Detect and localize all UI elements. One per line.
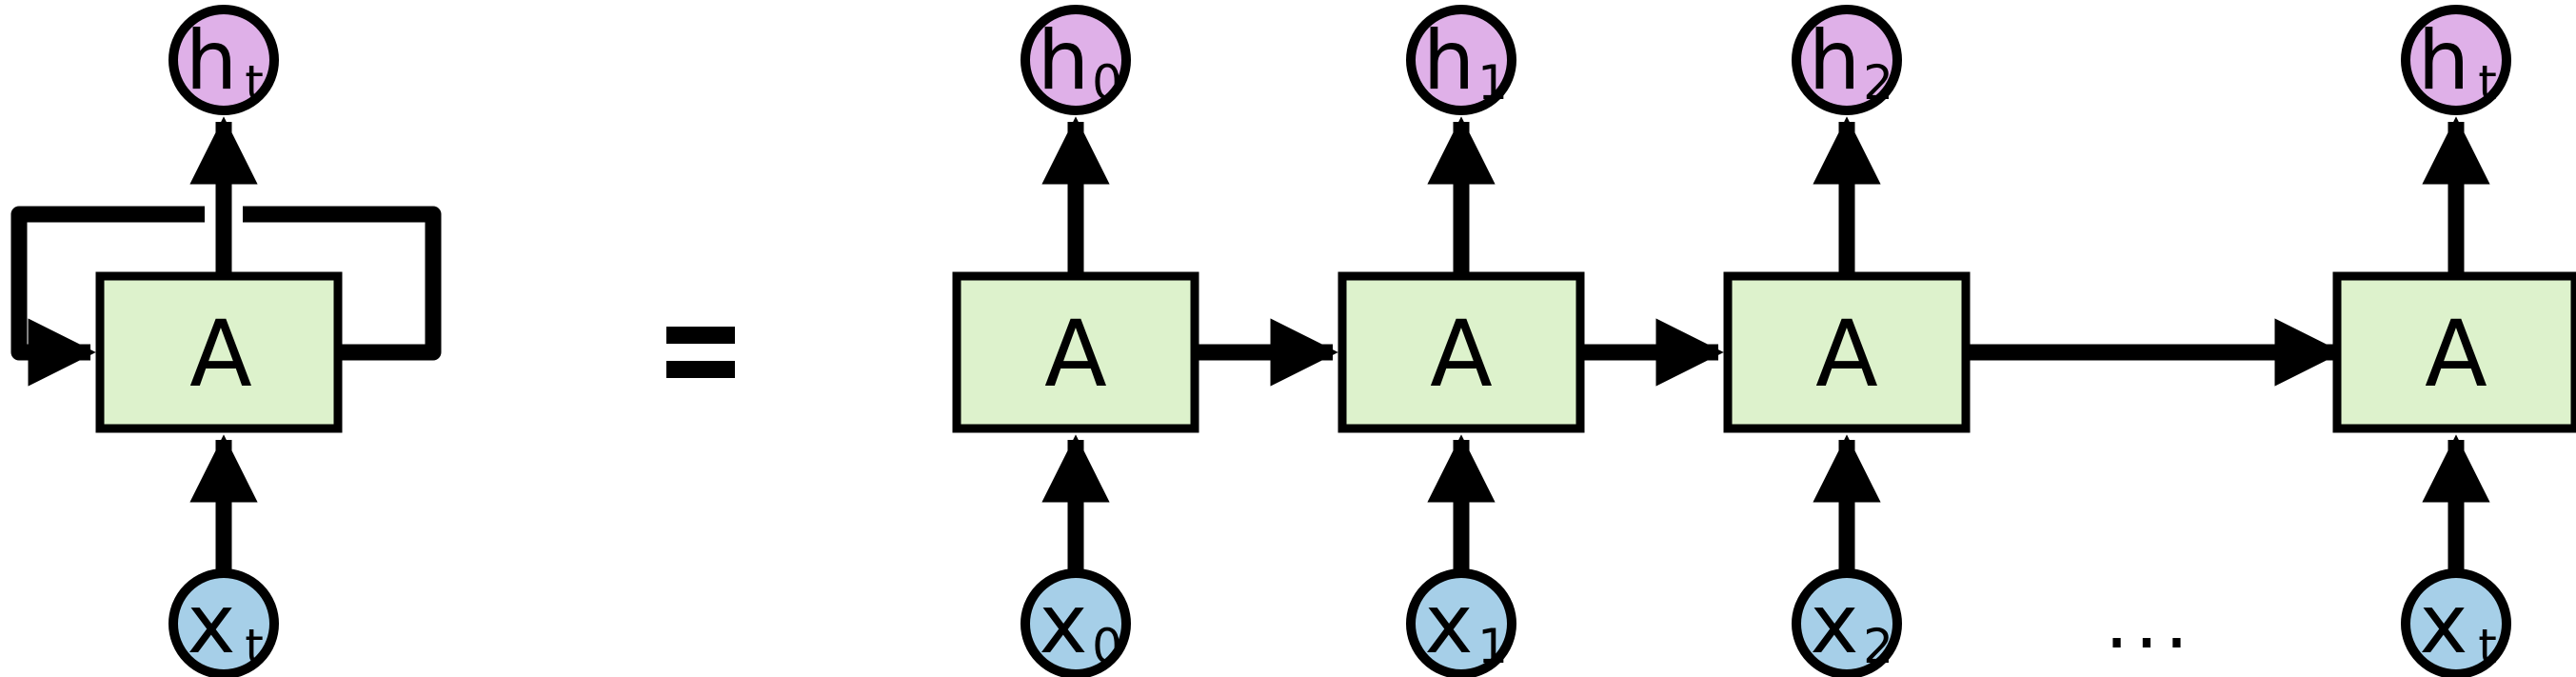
unrolled-step-1: A h 1 x 1 <box>1338 5 1585 677</box>
unrolled-step-0: A h 0 x 0 <box>952 5 1199 677</box>
input-label-step-0: x <box>1040 577 1088 672</box>
equals-sign-group <box>666 327 735 378</box>
cell-box-step-1 <box>1338 271 1585 433</box>
folded-rnn-group: A h t x t <box>10 5 442 677</box>
folded-output-subscript: t <box>245 55 264 110</box>
output-subscript-step-t: t <box>2478 55 2497 110</box>
output-circle-step-2 <box>1792 5 1902 115</box>
output-label-step-1: h <box>1423 13 1476 109</box>
folded-input-label: x <box>188 577 236 672</box>
output-circle-step-0 <box>1020 5 1131 115</box>
cell-box-step-2 <box>1723 271 1971 433</box>
output-label-step-2: h <box>1809 13 1861 109</box>
input-label-step-1: x <box>1425 577 1474 672</box>
input-label-step-t: x <box>2420 577 2468 672</box>
equals-bar-bottom <box>666 361 735 378</box>
cell-label-step-t: A <box>2425 301 2487 408</box>
cell-box-step-t <box>2332 271 2576 433</box>
input-circle-step-t <box>2401 568 2511 677</box>
input-circle-step-2 <box>1792 568 1902 677</box>
input-subscript-step-t: t <box>2478 619 2497 674</box>
input-circle-step-0 <box>1020 568 1131 677</box>
input-label-step-2: x <box>1811 577 1859 672</box>
output-subscript-step-2: 2 <box>1863 55 1893 110</box>
folded-output-circle <box>168 5 279 115</box>
folded-cell-label: A <box>189 301 252 408</box>
unrolled-rnn-group: A h 0 x 0 A h 1 x 1 <box>952 5 2576 677</box>
input-subscript-step-1: 1 <box>1477 619 1508 674</box>
output-circle-step-t <box>2401 5 2511 115</box>
output-subscript-step-0: 0 <box>1092 55 1122 110</box>
unrolled-step-2: A h 2 x 2 <box>1723 5 1971 677</box>
cell-box-step-0 <box>952 271 1199 433</box>
folded-input-circle <box>168 568 279 677</box>
input-circle-step-1 <box>1406 568 1516 677</box>
folded-input-subscript: t <box>245 619 264 674</box>
output-subscript-step-1: 1 <box>1477 55 1508 110</box>
input-subscript-step-0: 0 <box>1092 619 1122 674</box>
unrolled-step-t: A h t x t <box>2332 5 2576 677</box>
cell-label-step-1: A <box>1430 301 1493 408</box>
output-label-step-t: h <box>2418 13 2470 109</box>
equals-bar-top <box>666 327 735 344</box>
cell-label-step-2: A <box>1815 301 1878 408</box>
input-subscript-step-2: 2 <box>1863 619 1893 674</box>
folded-cell-box <box>95 271 343 433</box>
folded-output-label: h <box>186 13 238 109</box>
cell-label-step-0: A <box>1044 301 1107 408</box>
output-label-step-0: h <box>1038 13 1090 109</box>
ellipsis-label: ... <box>2105 577 2194 666</box>
output-circle-step-1 <box>1406 5 1516 115</box>
